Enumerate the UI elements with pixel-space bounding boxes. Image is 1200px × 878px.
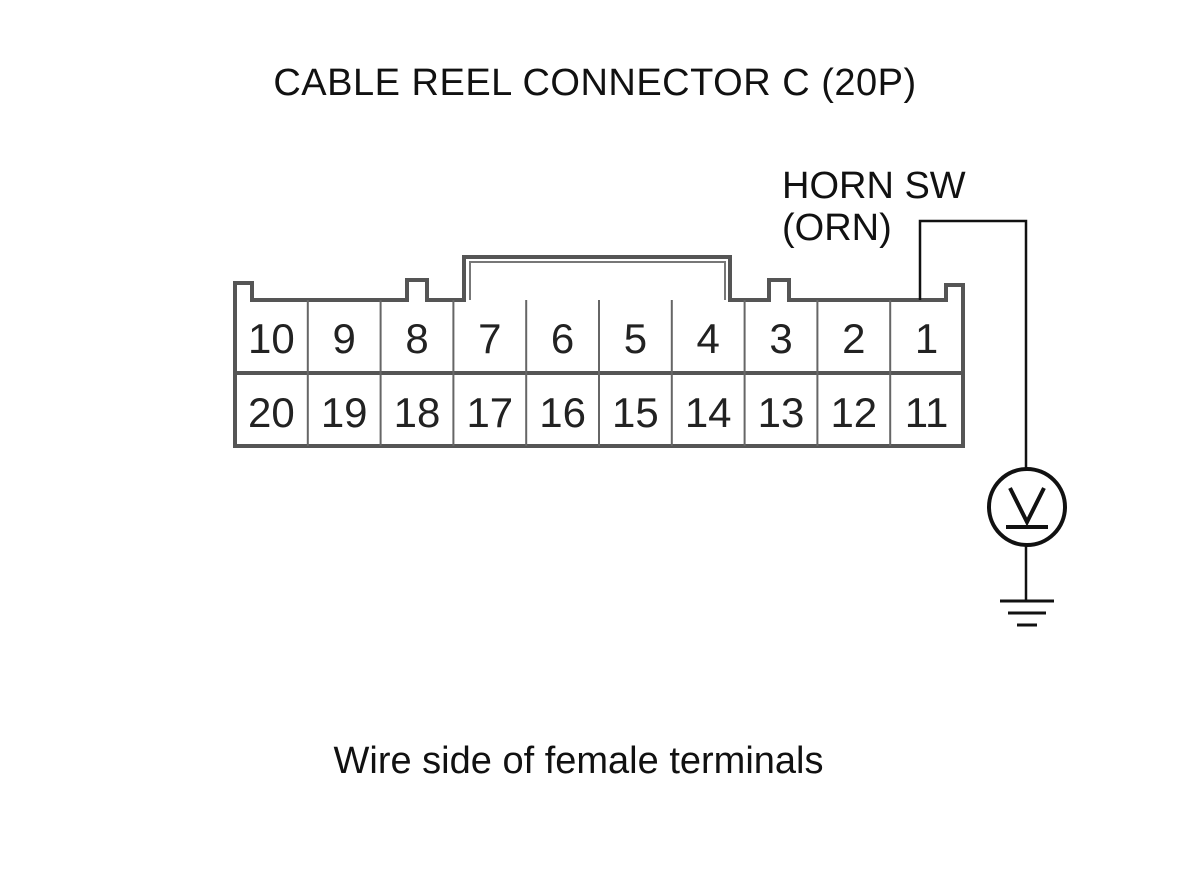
cell-dividers [306,300,892,446]
top-pin-7: 7 [478,315,501,362]
bottom-pin-20: 20 [248,389,295,436]
bottom-pin-15: 15 [612,389,659,436]
top-pin-9: 9 [333,315,356,362]
bottom-pin-13: 13 [758,389,805,436]
bottom-pin-14: 14 [685,389,732,436]
connector-housing [233,255,965,448]
top-pin-10: 10 [248,315,295,362]
top-pin-3: 3 [769,315,792,362]
bottom-pin-17: 17 [466,389,513,436]
top-pin-5: 5 [624,315,647,362]
diagram-caption: Wire side of female terminals [333,740,824,782]
connector-lock [469,261,726,300]
bottom-row-pins: 20 19 18 17 16 15 14 13 12 11 [248,389,948,436]
top-row-pins: 10 9 8 7 6 5 4 3 2 1 [248,315,938,362]
top-pin-6: 6 [551,315,574,362]
diagram-title: CABLE REEL CONNECTOR C (20P) [273,62,917,104]
top-pin-2: 2 [842,315,865,362]
ground-icon [1000,599,1054,627]
bottom-pin-16: 16 [539,389,586,436]
wire-label-name: HORN SW [782,165,966,207]
voltmeter-icon [987,467,1067,547]
horn-sw-wire [918,219,1028,469]
bottom-pin-12: 12 [830,389,877,436]
bottom-pin-19: 19 [321,389,368,436]
top-pin-8: 8 [405,315,428,362]
bottom-pin-11: 11 [905,389,949,436]
top-pin-4: 4 [697,315,720,362]
top-pin-1: 1 [915,315,938,362]
wire-label-color: (ORN) [782,207,892,249]
bottom-pin-18: 18 [394,389,441,436]
